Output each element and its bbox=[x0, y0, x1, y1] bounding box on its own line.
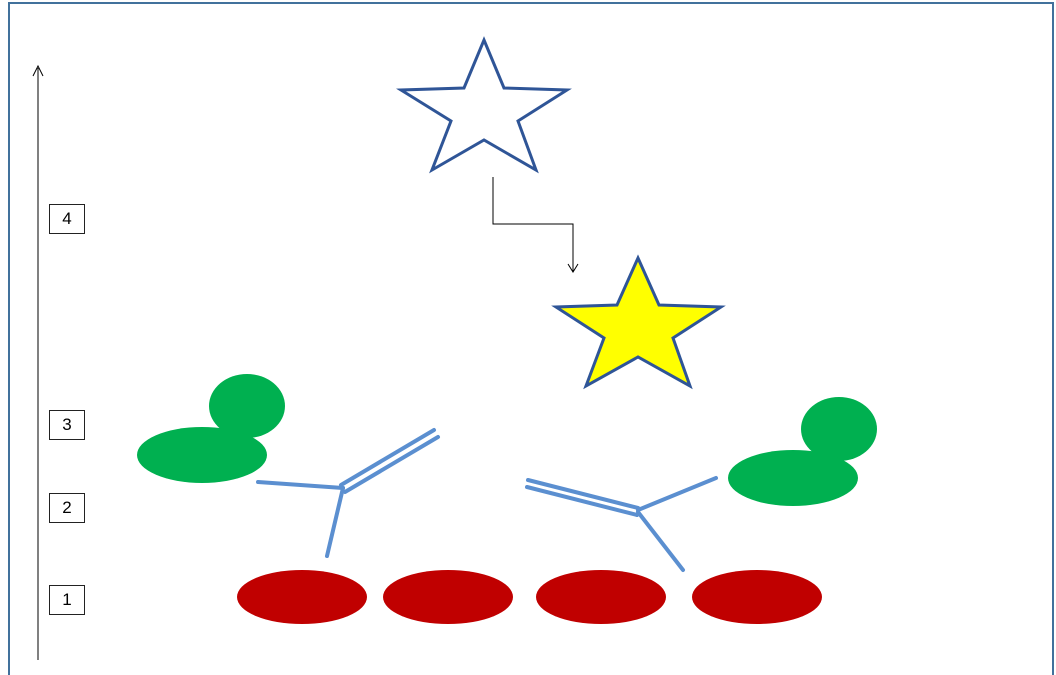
antibody-left bbox=[256, 428, 440, 558]
step-label-4: 4 bbox=[49, 204, 85, 234]
step-label-2: 2 bbox=[49, 493, 85, 523]
antigen bbox=[383, 570, 513, 624]
diagram-frame bbox=[8, 2, 1054, 675]
enzyme-complex-left bbox=[137, 374, 285, 483]
step-label-3: 3 bbox=[49, 410, 85, 440]
product-star-icon bbox=[551, 254, 726, 390]
substrate-star-icon bbox=[395, 36, 572, 174]
step-label-1: 1 bbox=[49, 585, 85, 615]
antigen bbox=[692, 570, 822, 624]
antibody-right bbox=[525, 476, 718, 572]
antigen bbox=[237, 570, 367, 624]
antigen bbox=[536, 570, 666, 624]
conversion-arrow bbox=[492, 177, 579, 273]
vertical-axis-arrow bbox=[32, 64, 44, 660]
enzyme-complex-right bbox=[728, 397, 877, 506]
